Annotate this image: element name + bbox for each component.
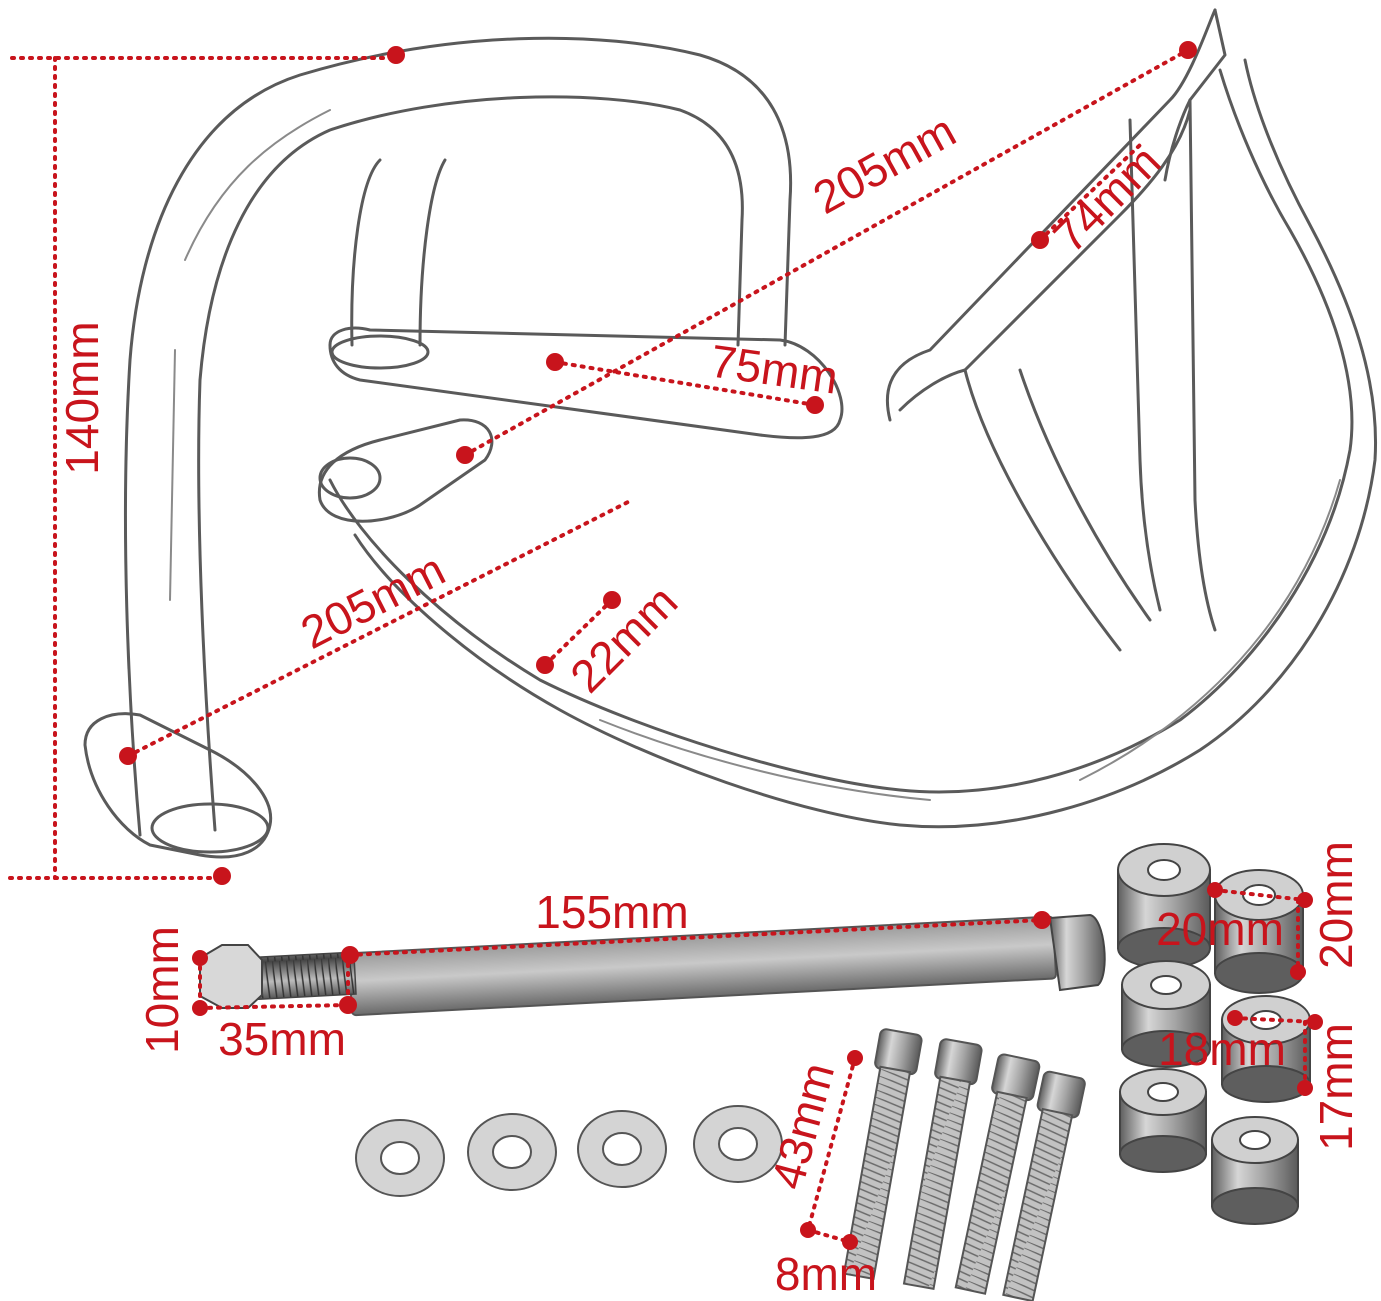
label-frame-height: 140mm [56, 321, 108, 474]
marker-dot [387, 46, 405, 64]
label-screw-diameter: 8mm [775, 1248, 877, 1300]
label-frame-diagonal-top: 205mm [805, 104, 964, 224]
marker-dot [1307, 1014, 1323, 1030]
marker-dot [842, 1234, 858, 1250]
washer [577, 1110, 667, 1188]
marker-dot [1031, 231, 1049, 249]
marker-dot [1207, 882, 1223, 898]
marker-dot [1297, 1080, 1313, 1096]
label-bolt-diameter: 10mm [136, 926, 188, 1054]
marker-dot [800, 1222, 816, 1238]
long-bolt [199, 913, 1106, 1017]
marker-dot [119, 747, 137, 765]
marker-dot [536, 656, 554, 674]
marker-dot [341, 946, 359, 964]
marker-dot [1179, 41, 1197, 59]
spacer [1211, 1116, 1299, 1225]
marker-dot [806, 396, 824, 414]
socket-screws [842, 1028, 1086, 1301]
label-bolt-length: 155mm [535, 886, 688, 938]
washer [355, 1119, 445, 1197]
marker-dot [192, 1000, 208, 1016]
socket-screw [842, 1028, 923, 1280]
label-small-spacer-height: 17mm [1310, 1023, 1362, 1151]
washer [693, 1105, 783, 1183]
washers [355, 1105, 783, 1197]
marker-dot [603, 591, 621, 609]
marker-dot [339, 996, 357, 1014]
spacer [1121, 960, 1211, 1068]
label-spacer-height: 20mm [1310, 841, 1362, 969]
marker-dot [546, 353, 564, 371]
marker-dot [213, 867, 231, 885]
spacer [1214, 869, 1304, 994]
label-plate-span: 75mm [707, 335, 841, 404]
marker-dot [1290, 964, 1306, 980]
spacer [1119, 1068, 1207, 1173]
spacer [1221, 995, 1311, 1103]
label-small-spacer-diameter: 18mm [1158, 1023, 1286, 1075]
marker-dot [1227, 1010, 1243, 1026]
marker-dot [192, 950, 208, 966]
label-thread-length: 35mm [218, 1013, 346, 1065]
socket-screw [954, 1053, 1041, 1295]
dimension-markers [119, 41, 1323, 1250]
spacers [1117, 843, 1311, 1225]
label-tube-diameter: 22mm [560, 575, 687, 702]
dimension-lines [8, 48, 1317, 1244]
label-spacer-outer-diameter: 20mm [1156, 903, 1284, 955]
socket-screw [1002, 1070, 1086, 1301]
marker-dot [1033, 911, 1051, 929]
marker-dot [456, 446, 474, 464]
crash-bar-frame [83, 8, 1378, 859]
washer [467, 1113, 557, 1191]
spacer [1117, 843, 1211, 969]
marker-dot [1297, 892, 1313, 908]
socket-screw [902, 1038, 983, 1290]
marker-dot [847, 1050, 863, 1066]
label-bracket-width: 74mm [1043, 135, 1170, 262]
